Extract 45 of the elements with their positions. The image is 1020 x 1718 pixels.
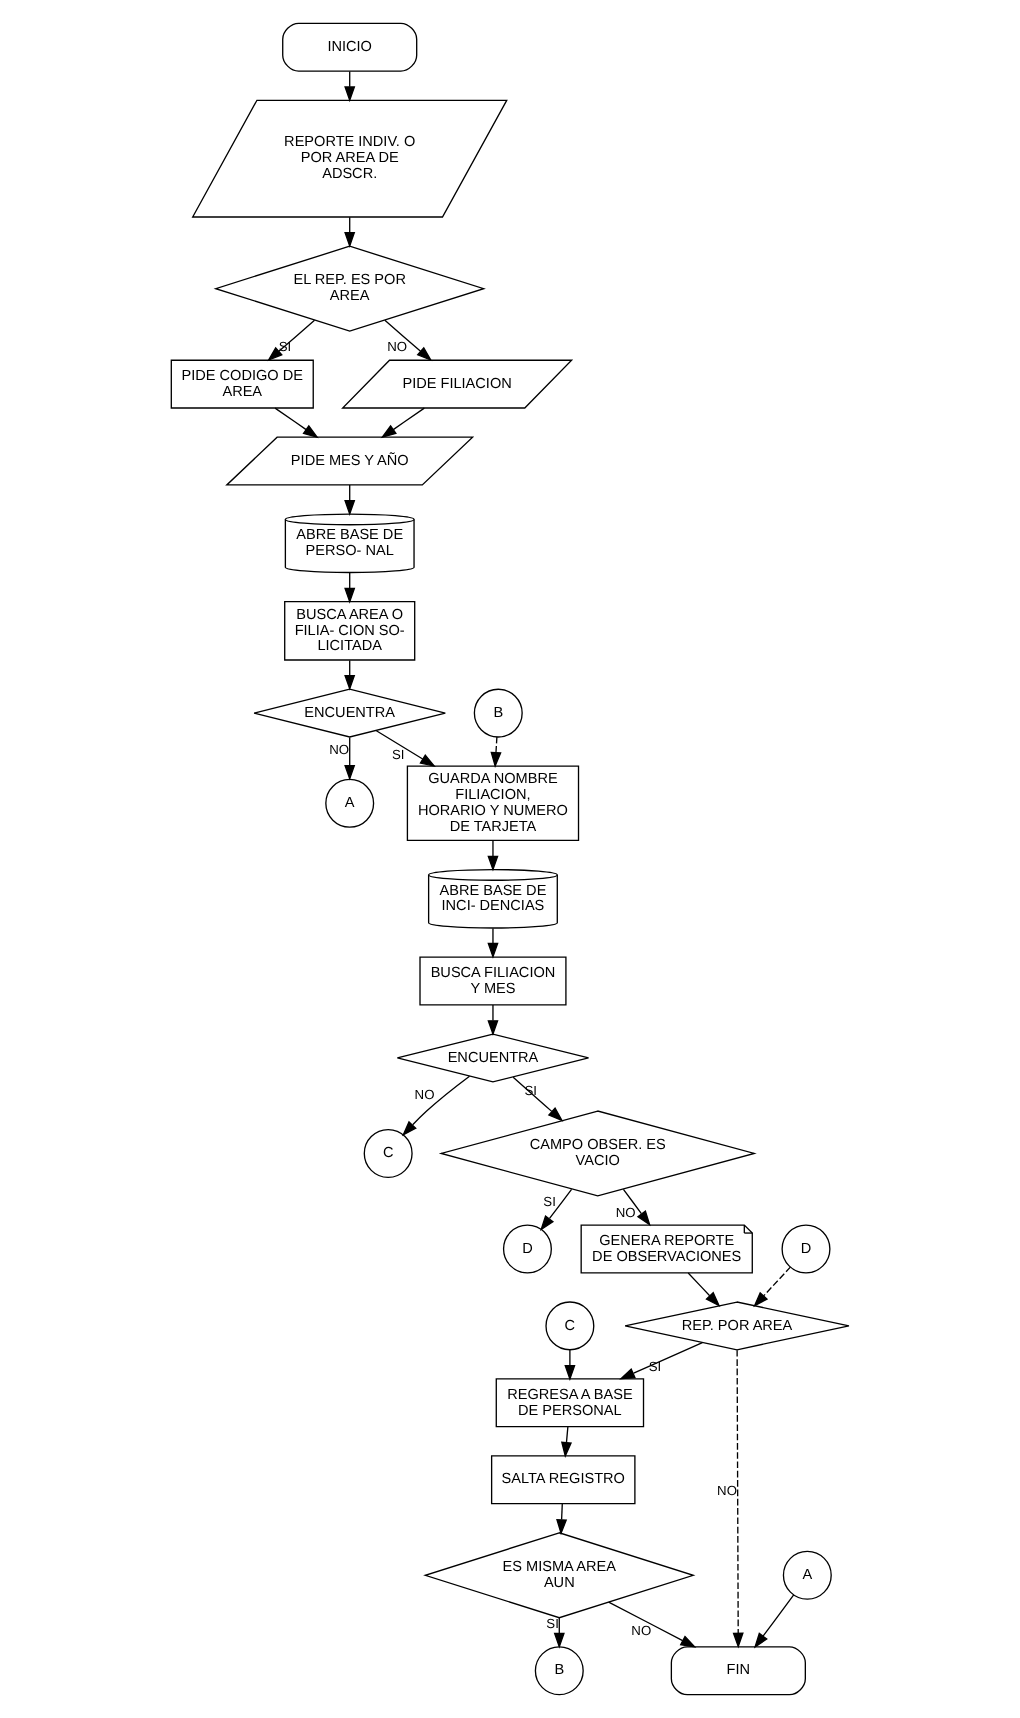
node-circle: B	[473, 688, 523, 738]
node-circle: A	[325, 778, 375, 828]
node-diamond: EL REP. ES POR AREA	[213, 245, 486, 332]
node-box: FIN	[670, 1646, 806, 1696]
arrow	[560, 1426, 573, 1458]
node-box: REGRESA A BASE DE PERSONAL	[495, 1378, 645, 1428]
arrow	[608, 1601, 697, 1648]
arrow	[384, 319, 433, 362]
arrow	[753, 1594, 795, 1649]
arrow	[753, 1266, 791, 1308]
arrow	[512, 1076, 564, 1122]
node-circle: B	[534, 1646, 584, 1696]
arrow	[344, 736, 356, 781]
node-circle: C	[363, 1128, 413, 1178]
arrow	[487, 1004, 499, 1037]
arrow	[380, 407, 425, 439]
node-box: GUARDA NOMBRE FILIACION, HORARIO Y NUMERO DE TARJETA	[406, 765, 580, 842]
node-circle: D	[781, 1224, 831, 1274]
arrow	[556, 1503, 568, 1536]
arrow	[267, 319, 316, 362]
node-box: SALTA REGISTRO	[490, 1455, 636, 1505]
arrow	[622, 1188, 651, 1227]
arrow	[619, 1341, 704, 1380]
node-box: INICIO	[282, 22, 418, 72]
node-box: BUSCA AREA O FILIA- CION SO- LICITADA	[284, 601, 416, 661]
node-diamond: ENCUENTRA	[396, 1033, 590, 1083]
node-circle: A	[782, 1550, 832, 1600]
arrow	[375, 729, 436, 768]
arrow	[487, 927, 499, 959]
arrow	[401, 1075, 471, 1137]
arrow	[540, 1188, 573, 1232]
node-diamond: REP. POR AREA	[624, 1301, 850, 1351]
node-diamond: ES MISMA AREA AUN	[423, 1532, 696, 1619]
arrow	[564, 1349, 576, 1381]
node-diamond: ENCUENTRA	[253, 688, 446, 738]
node-box: PIDE CODIGO DE AREA	[170, 359, 314, 409]
arrow	[274, 407, 319, 439]
arrow	[732, 1349, 744, 1649]
arrow	[687, 1272, 721, 1307]
arrow	[490, 736, 502, 768]
node-circle: C	[545, 1301, 595, 1351]
node-box: BUSCA FILIACION Y MES	[419, 956, 567, 1006]
arrow	[487, 840, 499, 872]
node-diamond: CAMPO OBSER. ES VACIO	[438, 1110, 757, 1197]
node-circle: D	[502, 1224, 552, 1274]
